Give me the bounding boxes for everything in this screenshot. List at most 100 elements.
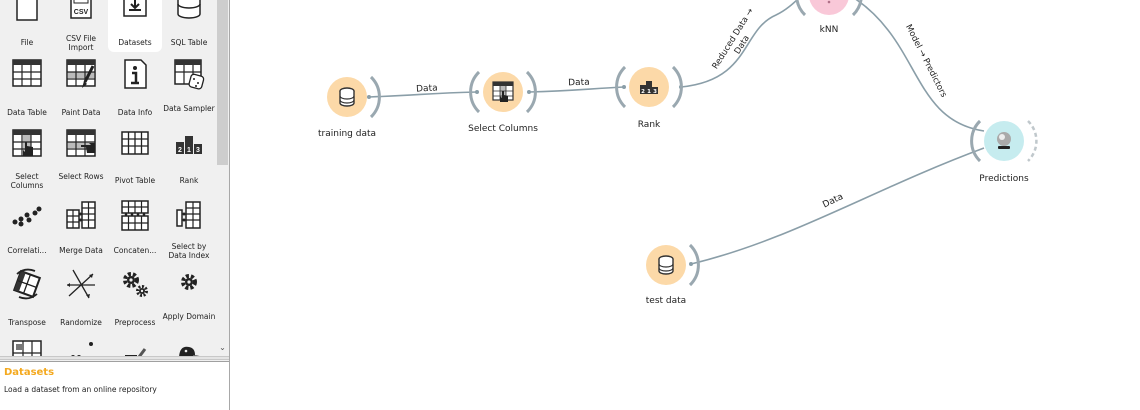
- file-icon: [16, 0, 38, 21]
- link-label: Data: [821, 192, 845, 210]
- svg-text:CSV: CSV: [74, 9, 89, 16]
- tool-pivot-table[interactable]: Pivot Table: [108, 126, 162, 196]
- correlations-icon: [12, 206, 42, 227]
- node-rank[interactable]: 2 1 3: [615, 65, 683, 109]
- link-training-to-select: [368, 91, 478, 98]
- select-columns-icon: [12, 129, 42, 157]
- randomize-icon: [67, 269, 95, 299]
- widget-sidebar: File CSV CSV File Import Datasets SQL Ta…: [0, 0, 230, 410]
- data-info-icon: [124, 59, 147, 89]
- tool-partial-4[interactable]: [162, 336, 216, 356]
- node-label-test-data: test data: [645, 296, 687, 306]
- link-test-to-predictions: [690, 147, 985, 265]
- widget-toolbox: File CSV CSV File Import Datasets SQL Ta…: [0, 0, 216, 356]
- widget-description-panel: Datasets Load a dataset from an online r…: [0, 361, 229, 410]
- paint-data-icon: [66, 59, 96, 88]
- node-test-data[interactable]: [646, 243, 700, 287]
- tool-label: Paint Data: [61, 108, 101, 117]
- tool-file[interactable]: File: [0, 0, 54, 52]
- database-icon: [177, 0, 201, 19]
- tool-label: File: [20, 38, 34, 47]
- tool-label: Data Sampler: [163, 104, 215, 113]
- node-label-rank: Rank: [637, 120, 661, 130]
- tool-label: SQL Table: [170, 38, 208, 47]
- merge-data-icon: [66, 201, 96, 229]
- link-select-to-rank: [528, 86, 625, 93]
- pivot-table-icon: [121, 131, 149, 155]
- workflow-canvas[interactable]: Data Data Reduced Data → Data Model → Pr…: [231, 0, 1140, 410]
- tool-label: Correlati...: [7, 246, 47, 255]
- tool-transpose[interactable]: Transpose: [0, 266, 54, 336]
- tool-data-table[interactable]: Data Table: [0, 56, 54, 126]
- tool-csv-file-import[interactable]: CSV CSV File Import: [54, 0, 108, 52]
- tool-label: Apply Domain: [162, 312, 216, 321]
- tool-label: Preprocess: [114, 318, 156, 327]
- scroll-down-arrow-icon[interactable]: ⌄: [219, 343, 226, 352]
- database-icon: [658, 255, 674, 275]
- tool-label: Transpose: [8, 318, 46, 327]
- tool-randomize[interactable]: Randomize: [54, 266, 108, 336]
- tool-concatenate[interactable]: Concaten...: [108, 196, 162, 266]
- rank-icon: 2 1 3: [640, 81, 658, 95]
- description-title: Datasets: [4, 367, 55, 378]
- tool-label: CSV File Import: [65, 34, 97, 52]
- workflow-graph: Data Data Reduced Data → Data Model → Pr…: [327, 0, 1038, 287]
- node-label-predictions: Predictions: [979, 174, 1029, 184]
- panel-splitter[interactable]: [0, 356, 229, 360]
- link-rank-to-knn: [680, 0, 799, 88]
- apply-domain-icon: [181, 274, 197, 290]
- toolbox-scrollbar[interactable]: ⌄: [216, 0, 229, 356]
- link-knn-to-predictions: [855, 0, 985, 132]
- tool-paint-data[interactable]: Paint Data: [54, 56, 108, 126]
- tool-sql-table[interactable]: SQL Table: [162, 0, 216, 52]
- node-label-training-data: training data: [318, 129, 376, 139]
- concatenate-icon: [121, 200, 149, 231]
- datasets-download-icon: [123, 0, 147, 17]
- tool-partial-2[interactable]: [54, 336, 108, 356]
- node-knn[interactable]: [795, 0, 863, 17]
- select-rows-icon: [66, 129, 96, 157]
- csv-file-icon: CSV: [70, 0, 92, 19]
- tool-label: Rank: [179, 176, 199, 185]
- knn-icon: [827, 0, 831, 4]
- tool-partial-3[interactable]: [108, 336, 162, 356]
- tool-preprocess[interactable]: Preprocess: [108, 266, 162, 336]
- link-label: Model → Predictors: [903, 23, 949, 100]
- description-text: Load a dataset from an online repository: [4, 385, 157, 394]
- link-label: Data: [568, 78, 590, 89]
- tool-correlations[interactable]: Correlati...: [0, 196, 54, 266]
- svg-text:3: 3: [653, 89, 657, 95]
- tool-merge-data[interactable]: Merge Data: [54, 196, 108, 266]
- link-label: Data: [416, 83, 438, 94]
- svg-text:2: 2: [178, 147, 182, 154]
- transpose-icon: [12, 268, 42, 300]
- node-select-columns[interactable]: [469, 70, 537, 114]
- crystal-ball-icon: [997, 132, 1011, 149]
- select-columns-icon: [492, 81, 514, 102]
- node-training-data[interactable]: [327, 75, 381, 119]
- scrollbar-thumb[interactable]: [217, 0, 228, 165]
- tool-label: Data Info: [117, 108, 153, 117]
- svg-text:3: 3: [196, 147, 200, 154]
- tool-label: Select Columns: [10, 172, 44, 190]
- svg-text:1: 1: [647, 89, 651, 95]
- python-script-partial-icon: [179, 346, 200, 356]
- tool-label: Merge Data: [59, 246, 103, 255]
- tool-data-sampler[interactable]: Data Sampler: [162, 56, 216, 126]
- svg-text:2: 2: [641, 89, 645, 95]
- tool-label: Data Table: [7, 108, 47, 117]
- node-label-knn: kNN: [819, 25, 839, 35]
- tool-datasets[interactable]: Datasets: [108, 0, 162, 52]
- tool-apply-domain[interactable]: Apply Domain: [162, 266, 216, 336]
- tool-select-columns[interactable]: Select Columns: [0, 126, 54, 196]
- tool-data-info[interactable]: Data Info: [108, 56, 162, 126]
- database-icon: [339, 87, 355, 107]
- data-table-icon: [12, 59, 42, 87]
- preprocess-icon: [123, 272, 148, 297]
- tool-select-by-data-index[interactable]: Select by Data Index: [162, 196, 216, 266]
- tool-partial-1[interactable]: [0, 336, 54, 356]
- tool-select-rows[interactable]: Select Rows: [54, 126, 108, 196]
- node-predictions[interactable]: [970, 119, 1038, 163]
